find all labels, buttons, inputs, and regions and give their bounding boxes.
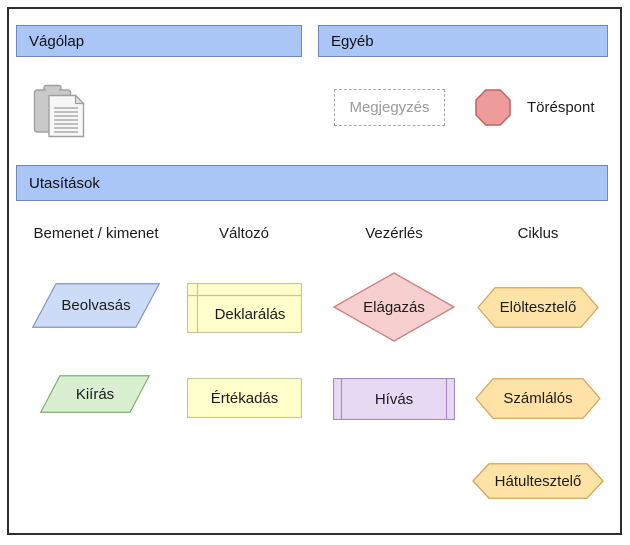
- hexagon-shape: [477, 287, 599, 328]
- parallelogram-shape: [40, 375, 150, 413]
- toolbox-panel: Vágólap Egyéb Megjegyzés Töréspont Ut: [7, 7, 622, 535]
- palette-item-elolteszelo[interactable]: Elöltesztelő: [477, 287, 599, 328]
- document-fold: [74, 94, 85, 105]
- section-header-utasitasok[interactable]: Utasítások: [16, 165, 608, 201]
- section-header-egyeb[interactable]: Egyéb: [318, 25, 608, 57]
- rectangle-shape: [187, 378, 302, 418]
- palette-item-hivas[interactable]: Hívás: [333, 378, 455, 420]
- diamond-shape: [333, 272, 455, 342]
- section-title: Vágólap: [29, 32, 85, 50]
- comment-label: Megjegyzés: [349, 99, 430, 116]
- hexagon-shape: [475, 378, 601, 419]
- palette-item-deklaralas[interactable]: Deklarálás: [187, 283, 302, 333]
- column-header-valtozo: Változó: [218, 225, 270, 242]
- column-header-vezerles: Vezérlés: [365, 225, 423, 242]
- palette-item-beolvasas[interactable]: Beolvasás: [32, 283, 160, 328]
- parallelogram-shape: [32, 283, 160, 328]
- breakpoint-octagon-icon: [475, 89, 511, 126]
- paste-clipboard-icon[interactable]: [33, 84, 85, 138]
- subroutine-shape: [333, 378, 455, 420]
- declaration-table-shape: [187, 283, 302, 333]
- palette-item-kiiras[interactable]: Kiírás: [40, 375, 150, 413]
- section-title: Egyéb: [331, 32, 374, 50]
- column-header-bemenet-kimenet: Bemenet / kimenet: [33, 225, 159, 242]
- section-header-vagolap[interactable]: Vágólap: [16, 25, 302, 57]
- palette-item-szamlalos[interactable]: Számlálós: [475, 378, 601, 419]
- clipboard-clip-top: [46, 87, 59, 94]
- palette-item-megjegyzes[interactable]: Megjegyzés: [334, 89, 445, 126]
- document-lines: [54, 107, 78, 133]
- palette-item-ertekadas[interactable]: Értékadás: [187, 378, 302, 418]
- palette-item-elagazas[interactable]: Elágazás: [333, 272, 455, 342]
- hexagon-shape: [472, 463, 604, 499]
- palette-item-torespont[interactable]: Töréspont: [475, 89, 595, 126]
- section-title: Utasítások: [29, 174, 100, 192]
- palette-item-hatultesztelo[interactable]: Hátultesztelő: [472, 463, 604, 499]
- column-header-ciklus: Ciklus: [517, 225, 559, 242]
- breakpoint-label: Töréspont: [527, 99, 595, 116]
